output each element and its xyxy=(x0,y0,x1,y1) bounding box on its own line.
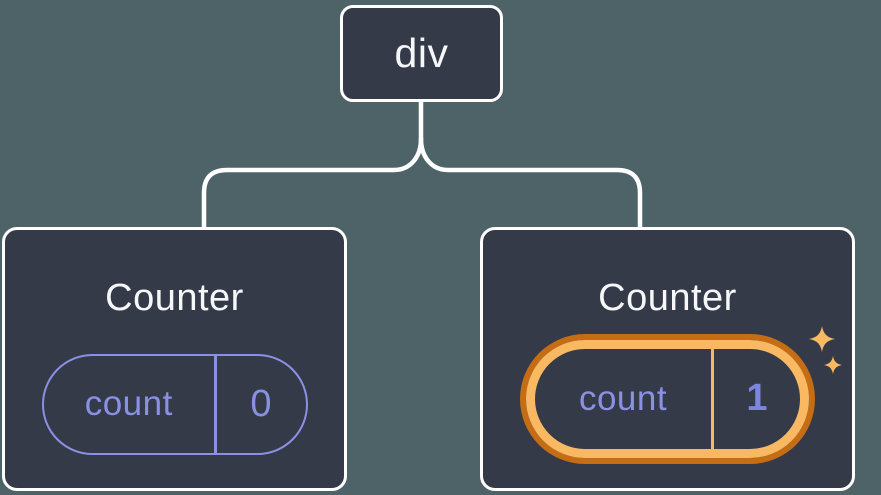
state-pill: count 0 xyxy=(41,353,308,455)
sparkle-large xyxy=(809,326,835,352)
pill-divider xyxy=(711,348,714,449)
pill-divider xyxy=(214,355,217,453)
state-pill-highlighted: count 1 xyxy=(526,339,809,458)
state-value: 0 xyxy=(250,382,272,425)
state-key-label: count xyxy=(84,384,173,424)
component-title: Counter xyxy=(105,277,244,319)
state-value: 1 xyxy=(746,377,768,420)
component-title: Counter xyxy=(598,277,737,319)
root-node-label: div xyxy=(394,30,449,76)
counter-node-right: Counter count 1 xyxy=(480,227,855,491)
connector-left-branch xyxy=(201,136,424,231)
counter-node-left: Counter count 0 xyxy=(2,227,347,491)
connector-right-branch xyxy=(418,136,643,231)
sparkle-icon xyxy=(809,326,842,374)
state-key-label: count xyxy=(578,378,668,418)
sparkle-small xyxy=(824,356,842,374)
root-node-div: div xyxy=(340,5,503,102)
